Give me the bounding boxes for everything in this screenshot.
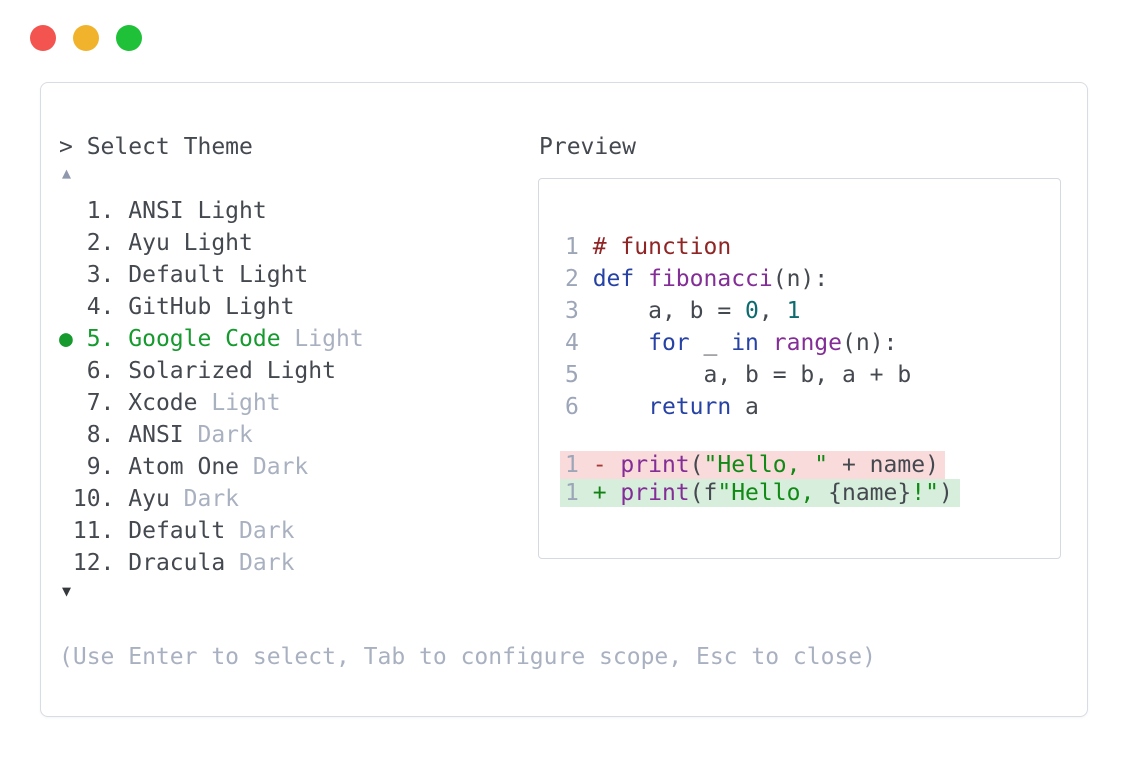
maximize-button[interactable] [116,25,142,51]
code-line: 4 for _ in range(n): [565,330,898,356]
line-number: 5 [565,362,593,388]
marker-slot [59,294,73,320]
marker-slot [59,518,73,544]
marker-slot [59,358,73,384]
item-variant: Dark [169,486,240,512]
item-number: 5. [72,326,129,352]
theme-item-10[interactable]: 10. Ayu Dark [59,483,364,515]
diff-line-add: 1 + print(f"Hello, {name}!") [560,479,960,507]
diff-line-del: 1 - print("Hello, " + name) [560,451,945,479]
item-variant: Dark [225,518,295,544]
theme-list: 1. ANSI Light 2. Ayu Light 3. Default Li… [59,195,364,579]
item-variant: Light [197,390,281,416]
marker-slot [59,262,73,288]
marker-slot [59,390,73,416]
theme-item-11[interactable]: 11. Default Dark [59,515,364,547]
minimize-button[interactable] [73,25,99,51]
line-number: 1 [565,234,593,260]
theme-selector-dialog: > Select Theme ▲ 1. ANSI Light 2. Ayu Li… [40,82,1088,717]
item-name: Solarized Light [128,358,336,384]
item-number: 10. [72,486,129,512]
item-name: ANSI [128,422,184,448]
preview-label: Preview [539,134,636,160]
marker-slot [59,198,73,224]
theme-item-4[interactable]: 4. GitHub Light [59,291,364,323]
item-number: 8. [72,422,129,448]
item-number: 11. [72,518,129,544]
theme-item-6[interactable]: 6. Solarized Light [59,355,364,387]
code-line: 6 return a [565,394,759,420]
item-number: 7. [72,390,129,416]
line-number: 2 [565,266,593,292]
item-name: GitHub Light [128,294,295,320]
line-number: 1 [565,452,593,478]
code-line: 1 # function [565,234,732,260]
code-line: 2 def fibonacci(n): [565,266,829,292]
code-line: 5 a, b = b, a + b [565,362,912,388]
preview-box: 1 # function 2 def fibonacci(n): 3 a, b = … [538,178,1061,559]
theme-item-3[interactable]: 3. Default Light [59,259,364,291]
marker-slot [59,550,73,576]
item-number: 3. [72,262,129,288]
theme-item-7[interactable]: 7. Xcode Light [59,387,364,419]
window-controls [30,25,142,51]
close-button[interactable] [30,25,56,51]
line-number: 6 [565,394,593,420]
line-number: 1 [565,480,593,506]
theme-item-2[interactable]: 2. Ayu Light [59,227,364,259]
item-name: Ayu [128,486,170,512]
item-variant: Light [280,326,364,352]
item-name: Google Code [128,326,281,352]
line-number: 4 [565,330,593,356]
item-variant: Dark [239,454,309,480]
scroll-down-icon[interactable]: ▼ [62,582,72,600]
item-name: Atom One [128,454,240,480]
theme-item-1[interactable]: 1. ANSI Light [59,195,364,227]
theme-item-12[interactable]: 12. Dracula Dark [59,547,364,579]
theme-item-5[interactable]: ● 5. Google Code Light [59,323,364,355]
item-name: Dracula [128,550,226,576]
theme-item-8[interactable]: 8. ANSI Dark [59,419,364,451]
item-name: Ayu Light [128,230,253,256]
item-name: Xcode [128,390,198,416]
item-number: 4. [72,294,129,320]
item-name: Default Light [128,262,309,288]
code-block: 1 # function 2 def fibonacci(n): 3 a, b = … [565,231,911,423]
code-line: 3 a, b = 0, 1 [565,298,801,324]
theme-item-9[interactable]: 9. Atom One Dark [59,451,364,483]
marker-slot [59,486,73,512]
marker-slot [59,454,73,480]
item-number: 6. [72,358,129,384]
item-number: 2. [72,230,129,256]
item-number: 1. [72,198,129,224]
item-name: Default [128,518,226,544]
marker-slot [59,230,73,256]
select-theme-prompt: > Select Theme [59,134,253,160]
help-text: (Use Enter to select, Tab to configure s… [59,644,876,670]
line-number: 3 [565,298,593,324]
selected-bullet-icon: ● [59,326,73,352]
item-variant: Dark [225,550,295,576]
item-name: ANSI Light [128,198,267,224]
scroll-up-icon[interactable]: ▲ [62,164,72,182]
marker-slot [59,422,73,448]
item-number: 9. [72,454,129,480]
item-variant: Dark [183,422,253,448]
item-number: 12. [72,550,129,576]
